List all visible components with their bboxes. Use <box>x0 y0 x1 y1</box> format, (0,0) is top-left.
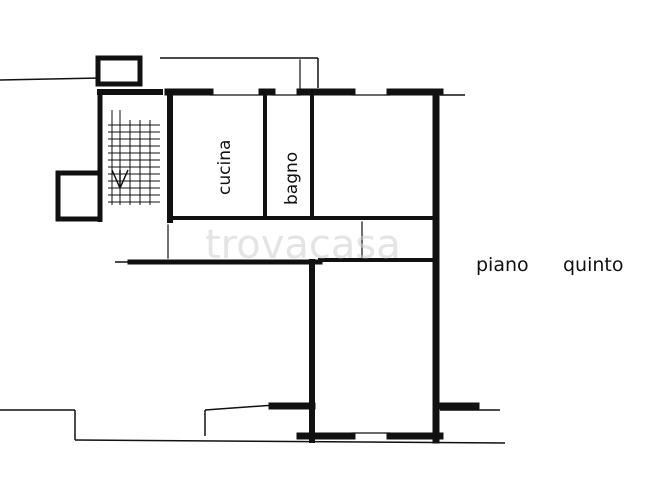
room-label-kitchen: cucina <box>215 140 235 195</box>
floor-label-word1: piano <box>476 254 529 276</box>
watermark-text: trovacasa <box>205 222 401 268</box>
walls <box>97 59 480 444</box>
staircase <box>55 55 160 222</box>
room-label-bathroom: bagno <box>282 152 302 205</box>
floor-label-word2: quinto <box>563 254 624 276</box>
